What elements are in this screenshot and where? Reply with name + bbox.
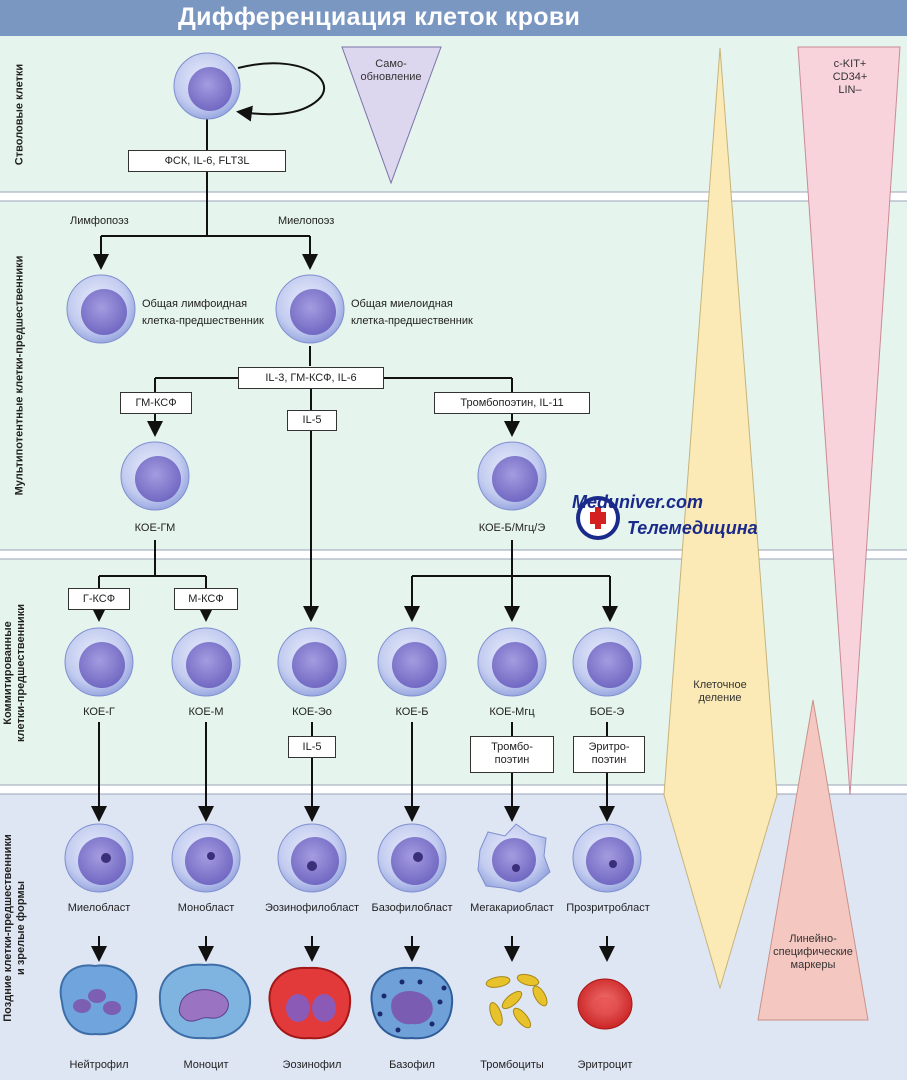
factor-box-il3: IL-3, ГМ-КСФ, IL-6 [238,367,384,389]
koe-gm-label: КОЕ-ГМ [134,522,176,534]
lineage-markers-triangle [757,699,869,1021]
factor-box-stem: ФСК, IL-6, FLT3L [128,150,286,172]
factor-box-il5-top: IL-5 [287,410,337,431]
self-renewal-line1: Само- [375,58,407,70]
band-label-committed-line2: клетки-предшественники [15,604,27,742]
mature-label: Эритроцит [577,1059,633,1071]
blast-label: Миелобласт [67,902,131,914]
lymphoid-progenitor-cell [66,274,136,344]
blast-cells [64,823,642,893]
factor-box-tpo: Тромбо- поэтин [470,736,554,773]
band-label-committed: Коммитированные клетки-предшественники [2,603,28,743]
factor-tpo-line2: поэтин [494,754,530,766]
blast-label: Эозинофилобласт [264,902,359,914]
eosinophil-cell [268,966,352,1040]
marker-cd34: CD34+ [832,71,868,83]
band-label-late-line2: и зрелые формы [15,881,27,975]
committed-label: КОЕ-Г [83,706,115,718]
committed-label: КОЕ-М [188,706,224,718]
watermark-logo [576,496,620,540]
koe-bmge-label: КОЕ-Б/Мгц/Э [478,522,546,534]
mature-label: Базофил [389,1059,435,1071]
stem-cell [173,52,241,120]
koe-bmge-cell [477,441,547,511]
blast-label: Монобласт [177,902,235,914]
factor-box-epo: Эритро- поэтин [573,736,645,773]
myeloid-progenitor-cell [275,274,345,344]
lineage-line1: Линейно- [789,933,837,945]
band-label-multipotent: Мультипотентные клетки-предшественники [13,255,26,496]
myeloid-line1: Общая миелоидная [351,298,453,310]
mature-label: Моноцит [183,1059,229,1071]
platelets [485,973,548,1029]
factor-box-gcsf: Г-КСФ [68,588,130,610]
page-title: Дифференциация клеток крови [178,3,581,31]
cell-division-label: Клеточное деление [680,679,760,705]
connector-lines [91,62,618,962]
factor-epo-line1: Эритро- [588,741,630,753]
mature-label: Тромбоциты [480,1059,544,1071]
committed-label: КОЕ-Мгц [489,706,535,718]
cell-division-shape [663,47,778,990]
blast-label: Базофилобласт [371,902,453,914]
lineage-markers-label: Линейно- специфические маркеры [768,933,858,972]
lymphoid-progenitor-label: Общая лимфоидная клетка-предшественник [142,298,264,328]
factor-epo-line2: поэтин [591,754,627,766]
mature-label: Эозинофил [282,1059,342,1071]
self-renewal-triangle [341,46,442,185]
self-renewal-line2: обновление [360,71,422,83]
myelopoiesis-label: Миелопоэз [278,215,335,227]
band-label-late-line1: Поздние клетки-предшественники [2,834,14,1022]
lineage-line3: маркеры [790,959,836,971]
monocyte-cell [158,963,252,1040]
factor-box-gmcsf: ГМ-КСФ [120,392,192,414]
lineage-line2: специфические [773,946,853,958]
lymphopoiesis-label: Лимфопоэз [70,215,129,227]
blast-label: Мегакариобласт [470,902,554,914]
band-label-committed-line1: Коммитированные [2,621,14,725]
lymphoid-line1: Общая лимфоидная [142,298,248,310]
mature-label: Нейтрофил [69,1059,129,1071]
factor-tpo-line1: Тромбо- [491,741,533,753]
cell-division-line1: Клеточное [693,679,747,691]
committed-label: КОЕ-Эо [292,706,332,718]
neutrophil-cell [59,964,138,1036]
watermark-line1: Meduniver.com [572,492,704,512]
factor-box-mcsf: М-КСФ [174,588,238,610]
blast-label: Прозритробласт [566,902,650,914]
stem-markers-triangle [797,46,901,796]
self-renewal-label: Само- обновление [356,58,426,84]
koe-gm-cell [120,441,190,511]
marker-ckit: c-KIT+ [833,58,867,70]
stem-markers-label: c-KIT+ CD34+ LIN– [815,58,885,97]
band-label-late: Поздние клетки-предшественники и зрелые … [2,823,28,1033]
factor-box-tpo-il11: Тромбопоэтин, IL-11 [434,392,590,414]
title-bar [0,0,907,36]
factor-box-il5-bottom: IL-5 [288,736,336,758]
band-label-stem: Стволовые клетки [13,63,26,166]
committed-cells [64,627,642,697]
cell-division-line2: деление [698,692,742,704]
basophil-cell [370,966,454,1040]
myeloid-progenitor-label: Общая миелоидная клетка-предшественник [351,298,473,328]
lymphoid-line2: клетка-предшественник [142,315,264,327]
marker-lin: LIN– [838,84,862,96]
erythrocyte-cell [577,978,633,1030]
myeloid-line2: клетка-предшественник [351,315,473,327]
committed-label: КОЕ-Б [395,706,429,718]
committed-label: БОЕ-Э [589,706,625,718]
watermark-line2: Телемедицина [627,518,758,538]
